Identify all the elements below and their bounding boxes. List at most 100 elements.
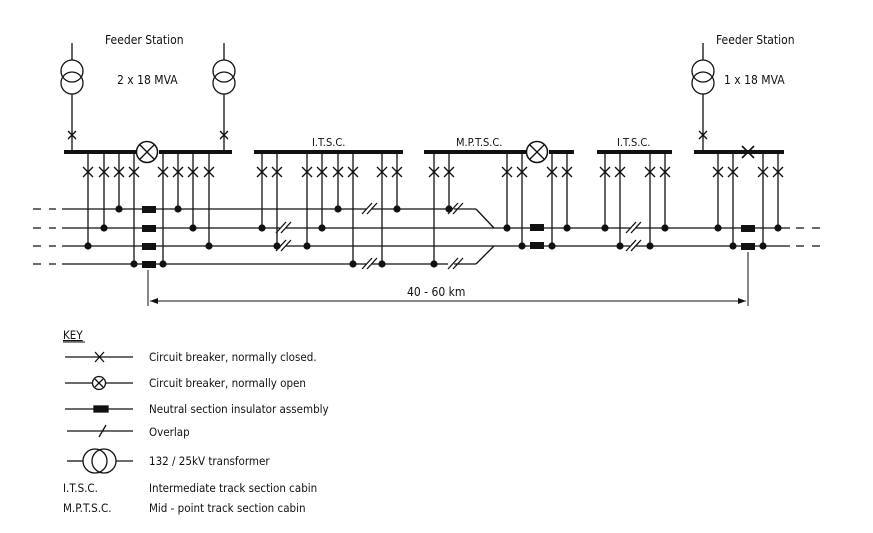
junction-dot <box>393 205 401 213</box>
key-heading: KEY <box>63 328 83 342</box>
right-feeder-station <box>691 43 784 306</box>
overlap-icon <box>625 239 642 252</box>
circuit-breaker-closed-icon <box>614 166 626 178</box>
key-abbr-mptsc: M.P.T.S.C. <box>63 501 112 515</box>
circuit-breaker-closed-icon <box>376 166 388 178</box>
key-circuit-breaker-open-icon <box>65 375 133 391</box>
circuit-breaker-closed-icon <box>203 166 215 178</box>
junction-dot <box>518 242 526 250</box>
key-label-transformer: 132 / 25kV transformer <box>149 454 270 468</box>
junction-dot <box>100 224 108 232</box>
circuit-breaker-closed-icon <box>546 166 558 178</box>
transformer-icon <box>60 59 84 95</box>
left-feeder-station <box>60 43 236 164</box>
circuit-breaker-closed-icon <box>391 166 403 178</box>
circuit-breaker-closed-icon <box>128 166 140 178</box>
junction-dot <box>774 224 782 232</box>
junction-dot <box>84 242 92 250</box>
left-feeder-title: Feeder Station <box>105 33 184 47</box>
junction-dot <box>130 260 138 268</box>
key-label-overlap: Overlap <box>149 425 190 439</box>
circuit-breaker-closed-icon <box>301 166 313 178</box>
junction-dot <box>174 205 182 213</box>
left-feeder-feeds <box>87 152 210 306</box>
right-feeder-title: Feeder Station <box>716 33 795 47</box>
overlaps <box>275 202 642 270</box>
junction-dot <box>616 242 624 250</box>
key-transformer-icon <box>67 448 133 474</box>
junction-dot <box>115 205 123 213</box>
junction-dot <box>189 224 197 232</box>
circuit-breaker-closed-icon <box>316 166 328 178</box>
circuit-breaker-closed-icon <box>698 130 708 140</box>
junction-dot <box>729 242 737 250</box>
itsc-1 <box>254 150 403 264</box>
itsc-2 <box>597 150 672 246</box>
circuit-breaker-closed-icon <box>599 166 611 178</box>
circuit-breaker-closed-icon <box>82 166 94 178</box>
junction-dot <box>646 242 654 250</box>
overlap-icon <box>447 257 464 270</box>
overlap-icon <box>361 202 378 215</box>
circuit-breaker-open-icon <box>525 140 549 164</box>
key-label-cb-open: Circuit breaker, normally open <box>149 376 306 390</box>
circuit-breaker-closed-icon <box>757 166 769 178</box>
junction-dot <box>601 224 609 232</box>
junction-dot <box>205 242 213 250</box>
junction-dots <box>84 205 782 268</box>
circuit-breaker-closed-icon <box>157 166 169 178</box>
circuit-breaker-closed-icon <box>712 166 724 178</box>
circuit-breaker-closed-icon <box>561 166 573 178</box>
circuit-breaker-open-icon <box>135 140 159 164</box>
circuit-breaker-closed-icon <box>501 166 513 178</box>
transformer-icon <box>691 59 715 95</box>
junction-dot <box>159 260 167 268</box>
dimension-label: 40 - 60 km <box>407 285 465 299</box>
junction-dot <box>548 242 556 250</box>
key-neutral-section-icon <box>65 405 133 413</box>
circuit-breaker-closed-icon <box>443 166 455 178</box>
key-label-cb-closed: Circuit breaker, normally closed. <box>149 350 317 364</box>
left-feeder-rating: 2 x 18 MVA <box>117 73 178 87</box>
circuit-breaker-closed-icon <box>428 166 440 178</box>
junction-dot <box>563 224 571 232</box>
mptsc <box>424 140 574 264</box>
circuit-breaker-closed-icon <box>772 166 784 178</box>
circuit-breaker-closed-icon <box>644 166 656 178</box>
transformer-icon <box>212 59 236 95</box>
key-symbols <box>65 351 133 474</box>
neutral-section-insulators <box>142 206 755 268</box>
track-lines <box>33 208 820 265</box>
junction-dot <box>445 205 453 213</box>
circuit-breaker-closed-icon <box>256 166 268 178</box>
circuit-breaker-closed-icon <box>741 145 755 159</box>
key-label-neutral-section: Neutral section insulator assembly <box>149 402 329 416</box>
circuit-breaker-closed-icon <box>172 166 184 178</box>
circuit-breaker-closed-icon <box>67 130 77 140</box>
junction-dot <box>430 260 438 268</box>
junction-dot <box>714 224 722 232</box>
circuit-breaker-closed-icon <box>516 166 528 178</box>
circuit-breaker-closed-icon <box>332 166 344 178</box>
junction-dot <box>349 260 357 268</box>
mptsc-label: M.P.T.S.C. <box>456 136 502 149</box>
circuit-breaker-closed-icon <box>271 166 283 178</box>
circuit-breaker-closed-icon <box>219 130 229 140</box>
right-feeder-rating: 1 x 18 MVA <box>724 73 785 87</box>
key-overlap-icon <box>67 424 133 438</box>
junction-dot <box>273 242 281 250</box>
junction-dot <box>334 205 342 213</box>
itsc-1-label: I.T.S.C. <box>312 136 345 149</box>
junction-dot <box>378 260 386 268</box>
circuit-breaker-closed-icon <box>113 166 125 178</box>
circuit-breaker-closed-icon <box>347 166 359 178</box>
overlap-icon <box>275 221 292 234</box>
circuit-breaker-closed-icon <box>98 166 110 178</box>
junction-dot <box>258 224 266 232</box>
key-meaning-mptsc: Mid - point track section cabin <box>149 501 306 515</box>
circuit-breaker-closed-icon <box>187 166 199 178</box>
junction-dot <box>503 224 511 232</box>
dropper-breakers <box>82 166 784 178</box>
key-abbr-itsc: I.T.S.C. <box>63 481 98 495</box>
